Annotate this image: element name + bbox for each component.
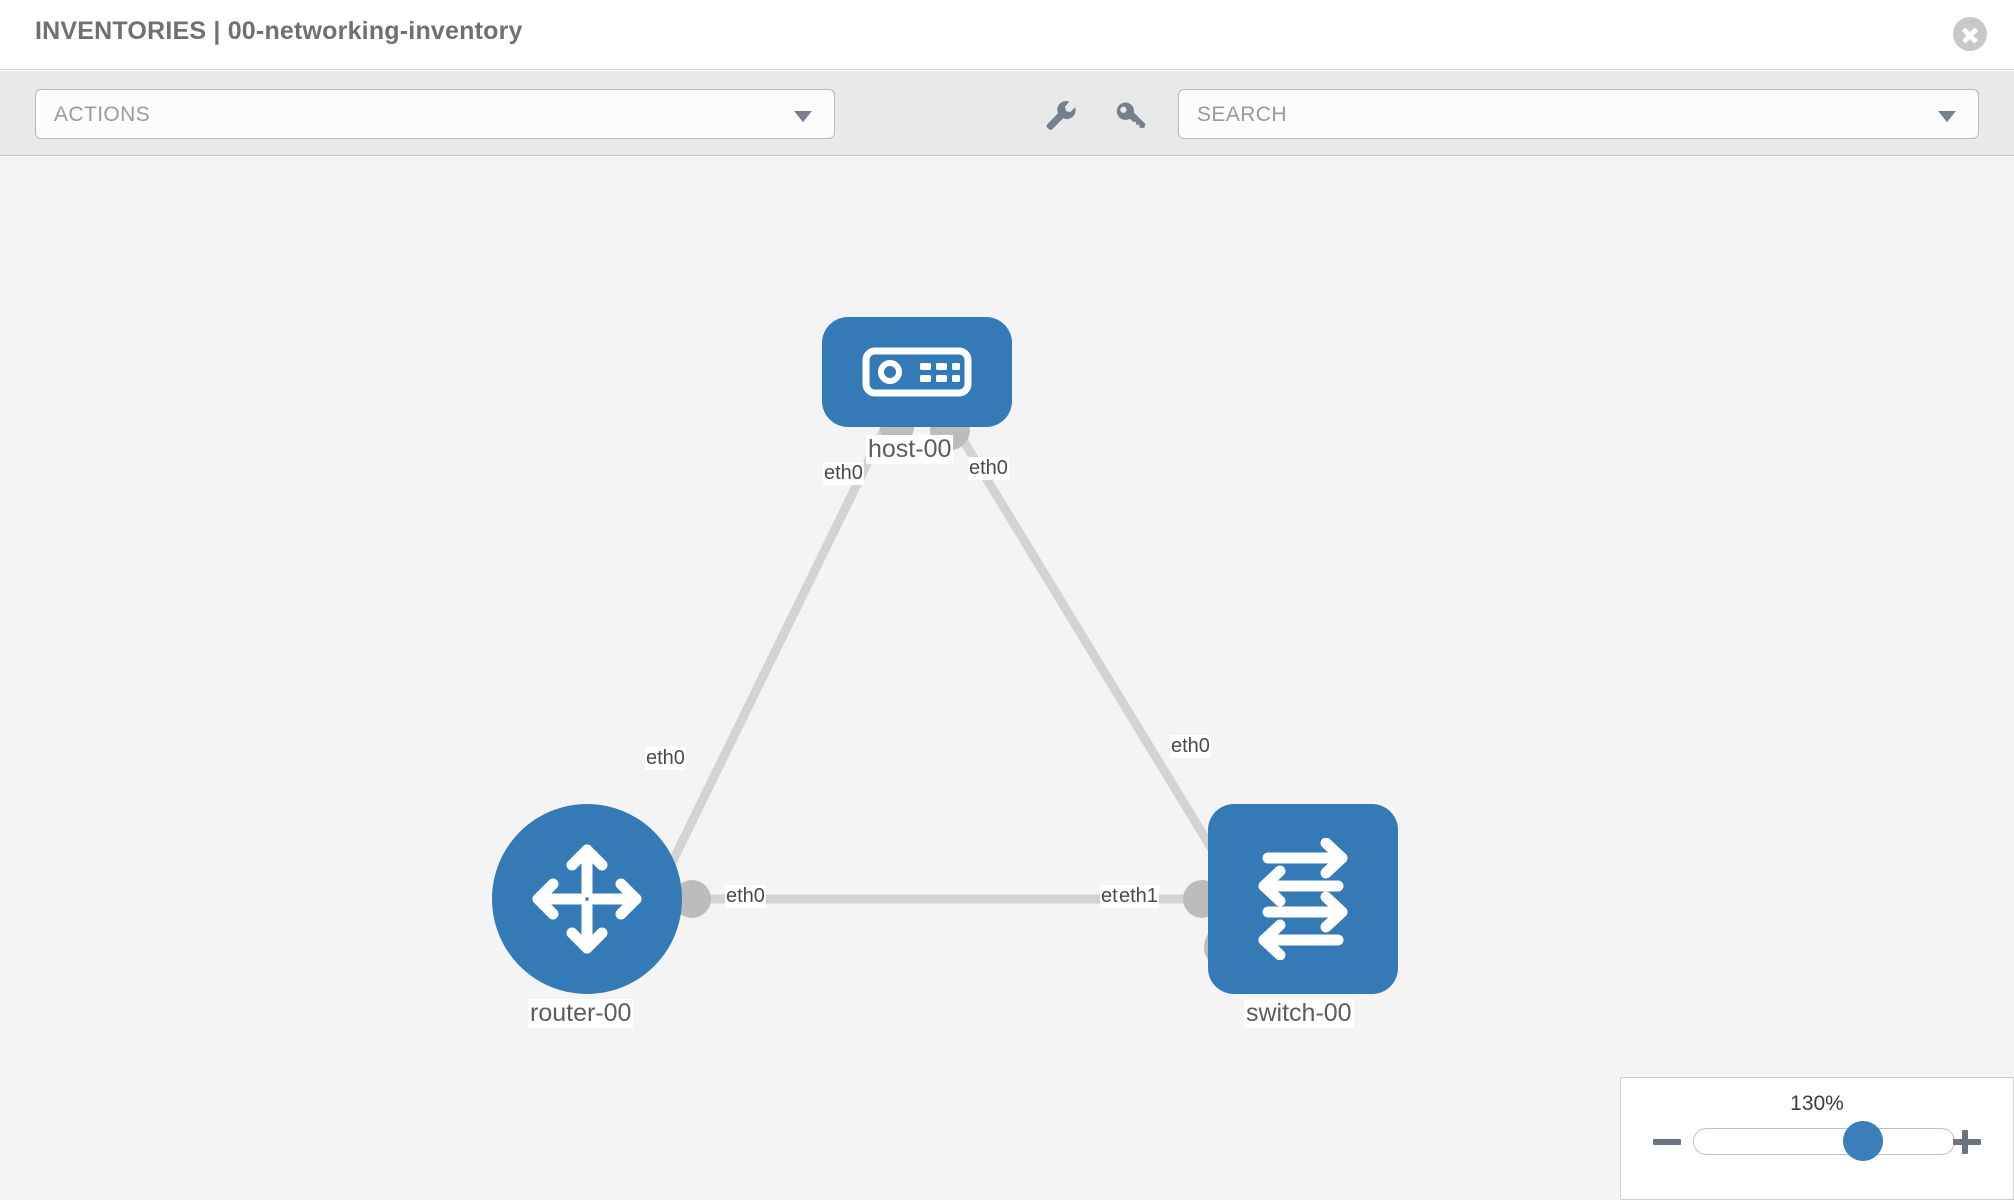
search-placeholder: SEARCH [1197,103,1287,126]
edge-label-switch-left-b: eth1 [1118,885,1159,908]
page-header: INVENTORIES | 00-networking-inventory [0,0,2014,70]
actions-dropdown[interactable]: ACTIONS [35,89,835,139]
close-icon[interactable] [1953,17,1987,51]
edge-label-switch-upper: eth0 [1170,735,1211,758]
zoom-slider-thumb[interactable] [1843,1121,1883,1161]
toolbar: ACTIONS SEARCH [0,71,2014,156]
node-switch-00-shape[interactable] [1208,804,1398,994]
zoom-in-button[interactable] [1951,1126,1983,1158]
node-router-00-label: router-00 [528,999,634,1028]
node-router-00-shape[interactable] [492,804,682,994]
actions-dropdown-label: ACTIONS [54,103,151,126]
search-input[interactable]: SEARCH [1178,89,1979,139]
node-switch-00-label: switch-00 [1244,999,1354,1028]
router-arrows-icon [532,844,642,954]
topology-links [655,422,1240,904]
server-icon [862,347,972,397]
edge-label-router-right: eth0 [725,885,766,908]
switch-arrows-icon [1258,838,1348,960]
zoom-out-button[interactable] [1651,1126,1683,1158]
edge-label-router-upper: eth0 [645,747,686,770]
node-host-00-label: host-00 [866,435,954,464]
node-host-00-shape[interactable] [822,317,1012,427]
topology-canvas[interactable]: host-00 router-00 [0,157,2014,1200]
node-host-00[interactable]: host-00 [822,317,1012,464]
zoom-control-panel: 130% [1620,1077,2014,1200]
node-router-00[interactable]: router-00 [492,804,682,1028]
chevron-down-icon [794,111,812,122]
zoom-level-label: 130% [1790,1092,1844,1115]
wrench-icon[interactable] [1040,95,1080,135]
key-icon[interactable] [1110,95,1150,135]
edge-label-host-right: eth0 [968,457,1009,480]
page-title: INVENTORIES | 00-networking-inventory [35,17,523,45]
edge-label-host-left: eth0 [823,462,864,485]
link-host-switch [950,422,1240,892]
node-switch-00[interactable]: switch-00 [1208,804,1398,1028]
chevron-down-icon[interactable] [1938,111,1956,122]
zoom-slider-track[interactable] [1693,1128,1955,1155]
link-host-router [655,422,890,892]
